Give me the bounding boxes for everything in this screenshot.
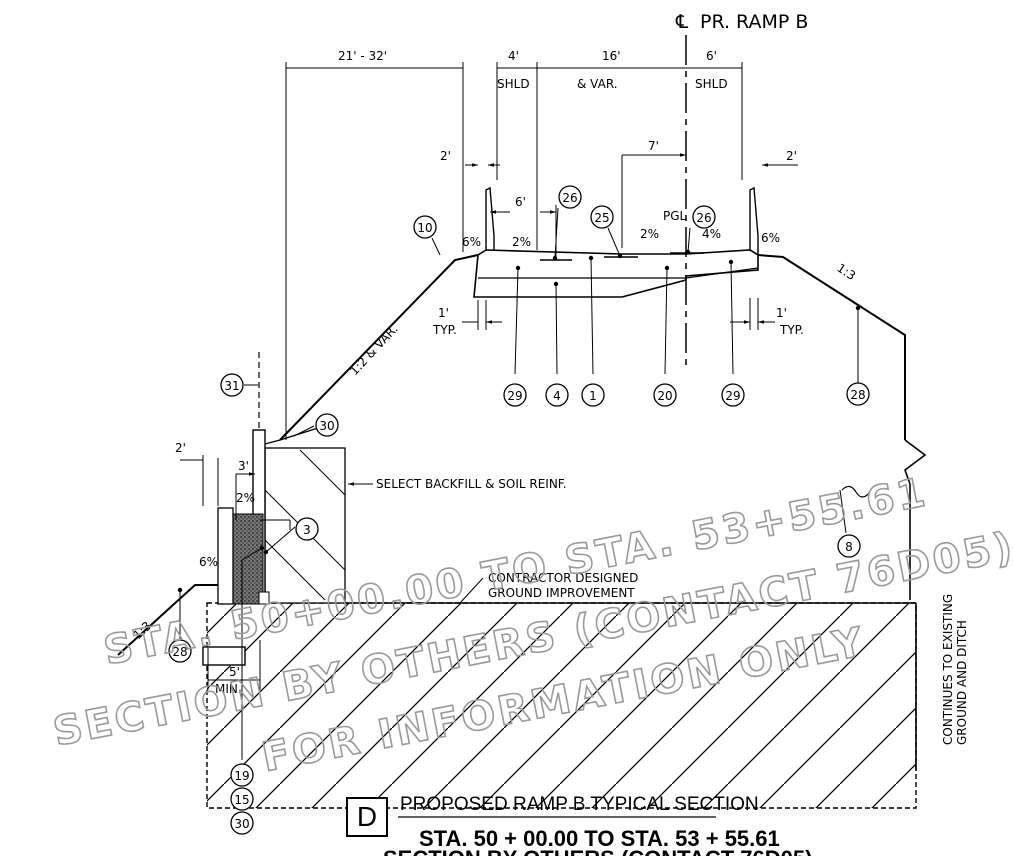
svg-text:30: 30 [319, 419, 334, 433]
lower-cross-slope: 6% [199, 555, 218, 569]
roadway-section [473, 186, 759, 298]
callout-26-left: 26 [558, 185, 582, 209]
svg-text:26: 26 [562, 191, 577, 205]
squiggle-mark [841, 485, 871, 498]
left-gutter: 2' [440, 149, 451, 163]
typ-right: 1' [776, 306, 787, 320]
ground-improvement-zone [206, 602, 917, 809]
svg-text:3: 3 [303, 523, 311, 537]
callout-bubbles: 10 26 25 26 29 4 1 20 29 28 31 30 3 8 28… [168, 185, 870, 835]
leader-lines [179, 207, 859, 748]
svg-text:15: 15 [234, 793, 249, 807]
svg-text:28: 28 [172, 645, 187, 659]
typ-left: 1' [438, 306, 449, 320]
right-gutter: 2' [786, 149, 797, 163]
callout-25: 25 [590, 205, 614, 229]
right-inner-slope: 4% [702, 227, 721, 241]
svg-text:28: 28 [850, 388, 865, 402]
svg-text:25: 25 [594, 211, 609, 225]
inner-offset: 6' [515, 195, 526, 209]
title-block: D PROPOSED RAMP B TYPICAL SECTION STA. 5… [346, 794, 812, 856]
callout-1: 1 [581, 383, 605, 407]
pgl-label: PGL [663, 209, 687, 223]
svg-text:10: 10 [417, 221, 432, 235]
callout-26-right: 26 [692, 205, 716, 229]
callout-28-right: 28 [846, 382, 870, 406]
callout-30-top: 30 [315, 413, 339, 437]
typ-right-label: TYP. [779, 323, 804, 337]
svg-text:19: 19 [234, 769, 249, 783]
callout-19: 19 [230, 763, 254, 787]
callout-28-left: 28 [168, 639, 192, 663]
wall-facing [202, 352, 319, 666]
wall-offset: 2' [175, 441, 186, 455]
right-shoulder-width: 6' [706, 49, 717, 63]
svg-text:1: 1 [589, 389, 597, 403]
left-shoulder-width: 4' [508, 49, 519, 63]
callout-20: 20 [653, 383, 677, 407]
contractor-note-line2: GROUND IMPROVEMENT [488, 586, 635, 600]
svg-text:31: 31 [224, 379, 239, 393]
station-range: STA. 50 + 00.00 TO STA. 53 + 55.61 [419, 826, 780, 851]
backfill-offset: 3' [238, 459, 249, 473]
centerline-symbol: ℄ [675, 11, 689, 33]
svg-text:8: 8 [845, 540, 853, 554]
lane-width: 16' [602, 49, 621, 63]
select-backfill-label: SELECT BACKFILL & SOIL REINF. [376, 477, 567, 491]
pavement-marks [540, 252, 704, 261]
left-shoulder-slope: 6% [462, 235, 481, 249]
header-label: ℄ PR. RAMP B [675, 11, 808, 33]
svg-text:29: 29 [725, 389, 740, 403]
min-label: MIN. [215, 682, 242, 696]
right-shoulder-label: SHLD [695, 77, 728, 91]
offset-width: 21' - 32' [338, 49, 387, 63]
section-title: PROPOSED RAMP B TYPICAL SECTION [400, 794, 759, 815]
embankment-right-slope: 1:3 [834, 261, 858, 283]
typ-left-label: TYP. [432, 323, 457, 337]
embankment-left-slope: 1:2 & VAR. [347, 322, 401, 378]
lane-var: & VAR. [577, 77, 618, 91]
contractor-note-line1: CONTRACTOR DESIGNED [488, 571, 638, 585]
right-lane-slope: 2% [640, 227, 659, 241]
embankment-slopes [117, 254, 927, 770]
continues-note-line1: CONTINUES TO EXISTING [941, 594, 955, 745]
left-shoulder-label: SHLD [497, 77, 530, 91]
right-shoulder-slope: 6% [761, 231, 780, 245]
dimension-labels: 21' - 32' 4' SHLD 16' & VAR. 6' SHLD 2' … [175, 49, 804, 696]
svg-text:4: 4 [553, 389, 561, 403]
callout-29-left: 29 [503, 383, 527, 407]
callout-15: 15 [230, 787, 254, 811]
callout-10: 10 [413, 215, 437, 239]
callout-29-right: 29 [721, 383, 745, 407]
section-letter: D [357, 801, 377, 832]
continues-note-line2: GROUND AND DITCH [955, 620, 969, 745]
callout-31: 31 [220, 373, 244, 397]
callout-30-bottom: 30 [230, 811, 254, 835]
svg-text:20: 20 [657, 389, 672, 403]
wall-top-slope: 2% [236, 491, 255, 505]
svg-text:30: 30 [234, 817, 249, 831]
callout-3: 3 [295, 517, 319, 541]
min-width: 5' [229, 665, 240, 679]
section-note: SECTION BY OTHERS (CONTACT 76D05) [383, 846, 812, 856]
dimension-lines [180, 62, 798, 760]
cl-offset: 7' [648, 139, 659, 153]
svg-text:29: 29 [507, 389, 522, 403]
left-lane-slope: 2% [512, 235, 531, 249]
note-labels: PGL SELECT BACKFILL & SOIL REINF. CONTRA… [376, 209, 969, 745]
centerline-label: PR. RAMP B [700, 11, 808, 33]
callout-4: 4 [545, 383, 569, 407]
callout-8: 8 [837, 534, 861, 558]
svg-text:26: 26 [696, 211, 711, 225]
